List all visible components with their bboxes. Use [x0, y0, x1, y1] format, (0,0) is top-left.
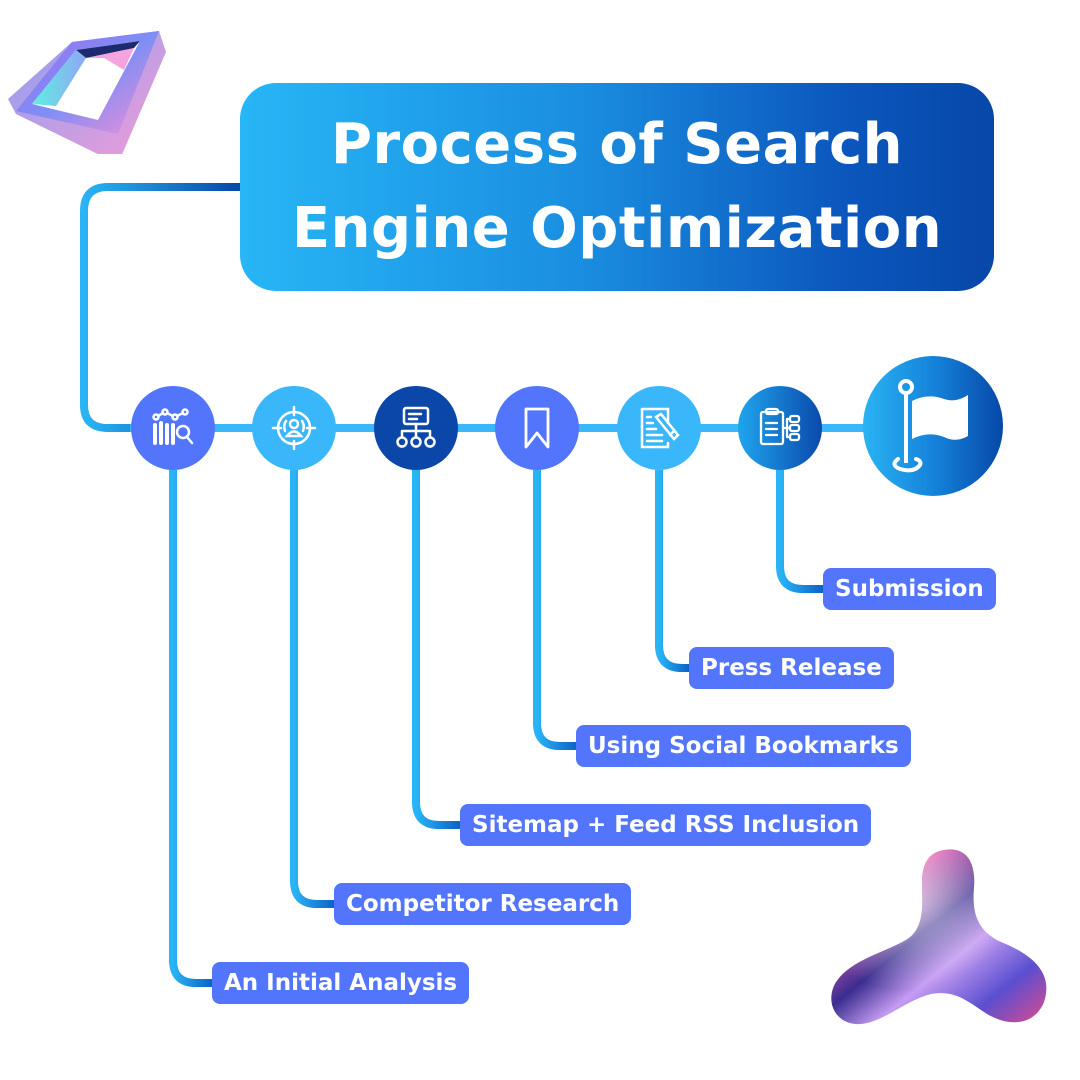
branch-line-4: [533, 470, 578, 750]
step-node-3[interactable]: [374, 386, 458, 470]
title-link-line: [80, 183, 240, 432]
title-banner: Process of Search Engine Optimization: [240, 83, 994, 291]
bookmark-icon: [524, 407, 550, 449]
document-edit-icon: [640, 407, 680, 449]
step-label-6: Submission: [823, 568, 996, 610]
step-node-2[interactable]: [252, 386, 336, 470]
step-node-4[interactable]: [495, 386, 579, 470]
branch-line-3: [412, 470, 462, 829]
branch-line-5: [655, 470, 690, 672]
step-node-1[interactable]: [131, 386, 215, 470]
step-node-6[interactable]: [738, 386, 822, 470]
step-label-4: Using Social Bookmarks: [576, 725, 911, 767]
step-node-5[interactable]: [617, 386, 701, 470]
step-label-3: Sitemap + Feed RSS Inclusion: [460, 804, 872, 846]
branch-line-1: [169, 470, 214, 987]
target-audience-icon: [271, 405, 317, 451]
analytics-search-icon: [152, 408, 194, 445]
decorative-3d-blob: [831, 849, 1047, 1025]
step-label-2: Competitor Research: [334, 883, 632, 925]
flag-icon: [892, 379, 968, 473]
step-label-1: An Initial Analysis: [212, 962, 470, 1004]
decorative-3d-frame: [8, 31, 166, 154]
branch-line-2: [290, 470, 336, 908]
clipboard-tree-icon: [759, 407, 801, 446]
title-line-1: Process of Search: [330, 112, 904, 177]
sitemap-icon: [396, 406, 436, 448]
branch-line-6: [776, 470, 825, 593]
step-label-5: Press Release: [689, 647, 894, 689]
title-line-2: Engine Optimization: [291, 196, 943, 261]
goal-node[interactable]: [863, 356, 1003, 496]
